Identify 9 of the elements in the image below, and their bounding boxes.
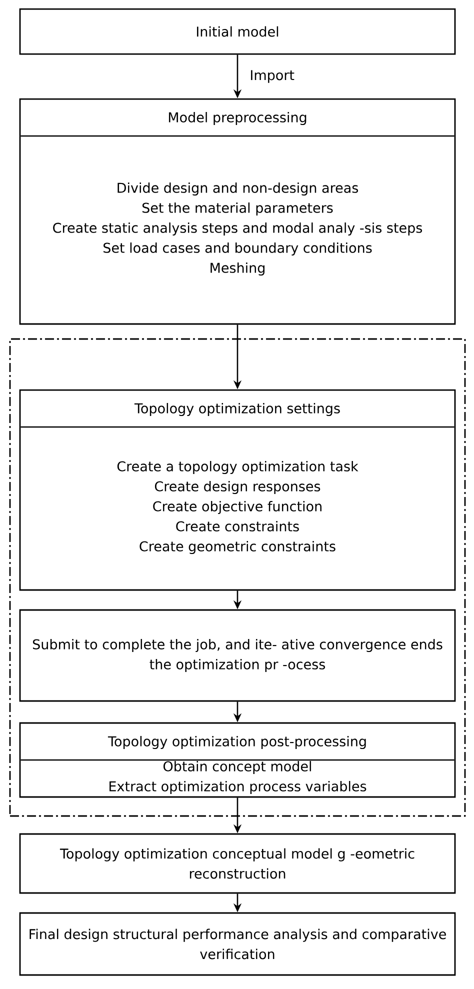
process-box: Topology optimization conceptual model g -eometric reconstruction <box>19 833 456 894</box>
process-box: Model preprocessing Divide design and non-design areas Set the material parameters Create static analysis steps and modal analy -sis steps Set load cases and boundary conditions Meshing <box>19 98 456 325</box>
edge-label: Import <box>248 68 296 85</box>
process-box: Initial model <box>19 8 456 55</box>
process-box: Final design structural performance analysis and comparative verification <box>19 912 456 976</box>
process-box: Topology optimization post-processing Obtain concept model Extract optimization process variables <box>19 722 456 798</box>
process-box: Topology optimization settings Create a topology optimization task Create design responses Create objective function Create constraints Create geometric constraints <box>19 389 456 591</box>
dashed-frame <box>9 338 466 817</box>
process-box: Submit to complete the job, and ite- ative convergence ends the optimization pr -ocess <box>19 609 456 702</box>
